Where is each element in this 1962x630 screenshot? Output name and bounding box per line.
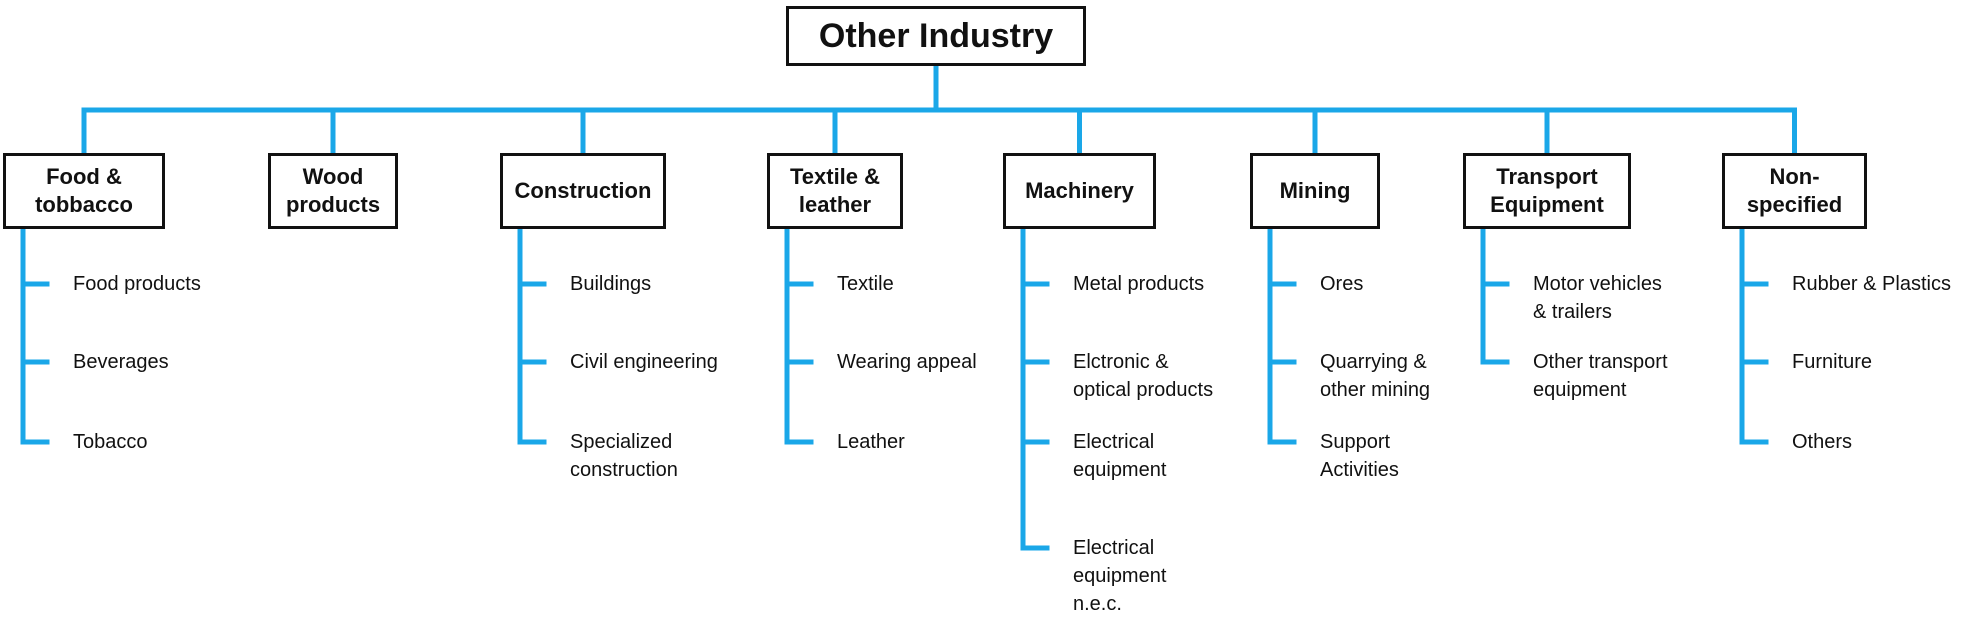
category-node: Machinery	[1003, 153, 1156, 229]
category-node: Transport Equipment	[1463, 153, 1631, 229]
leaf-item: Leather	[837, 431, 905, 453]
leaf-item: Wearing appeal	[837, 351, 977, 373]
leaf-item: Tobacco	[73, 431, 148, 453]
leaf-item: Food products	[73, 273, 201, 295]
category-node: Textile & leather	[767, 153, 903, 229]
category-node: Mining	[1250, 153, 1380, 229]
root-node-other-industry: Other Industry	[786, 6, 1086, 66]
leaf-item: Beverages	[73, 351, 169, 373]
category-node: Non- specified	[1722, 153, 1867, 229]
leaf-item: Specialized construction	[570, 431, 678, 481]
leaf-item: Civil engineering	[570, 351, 718, 373]
leaf-item: Motor vehicles & trailers	[1533, 273, 1662, 323]
leaf-item: Others	[1792, 431, 1853, 453]
leaf-item: Buildings	[570, 273, 652, 295]
leaf-item: Electrical equipment	[1073, 431, 1167, 481]
leaf-item: Furniture	[1792, 351, 1873, 373]
leaf-item: Support Activities	[1320, 431, 1399, 481]
leaf-item: Ores	[1320, 273, 1364, 295]
leaf-item: Elctronic & optical products	[1073, 351, 1214, 401]
category-node: Food & tobbacco	[3, 153, 165, 229]
leaf-item: Quarrying & other mining	[1320, 351, 1431, 401]
leaf-item: Rubber & Plastics	[1792, 273, 1951, 295]
leaf-item: Other transport equipment	[1533, 351, 1668, 401]
category-node: Construction	[500, 153, 666, 229]
leaf-item: Textile	[837, 273, 894, 295]
leaf-item: Metal products	[1073, 273, 1205, 295]
category-node: Wood products	[268, 153, 398, 229]
leaf-item: Electrical equipment n.e.c.	[1073, 537, 1167, 615]
